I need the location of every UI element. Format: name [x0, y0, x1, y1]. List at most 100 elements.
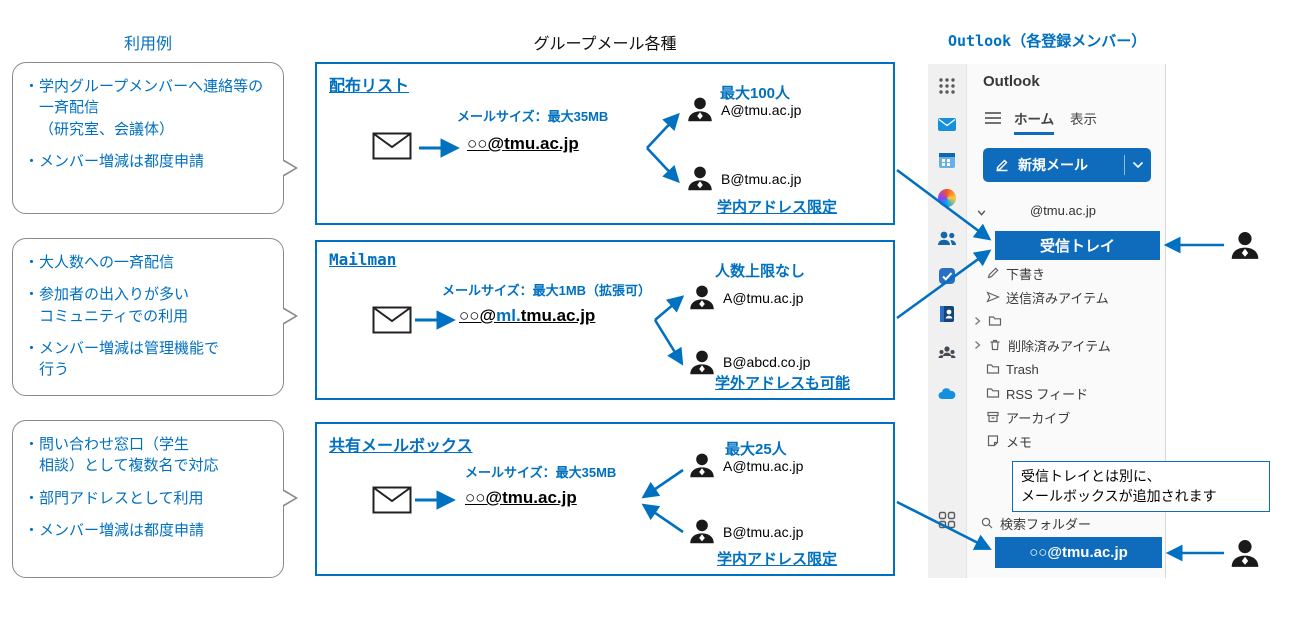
address-restriction-label: 学外アドレスも可能 [715, 375, 851, 392]
registered-member-icon [1231, 232, 1259, 259]
folder-label: 検索フォルダー [1000, 516, 1092, 532]
calendar-app-icon[interactable] [937, 150, 957, 170]
folder-label: 下書き [1006, 266, 1046, 282]
trash-icon [990, 339, 1000, 351]
capacity-label: 最大100人 [720, 85, 791, 102]
usage-bullet: ・メンバー増減は都度申請 [24, 152, 205, 170]
compose-icon [996, 159, 1008, 172]
envelope-icon [372, 132, 412, 160]
outlook-app-title: Outlook [983, 73, 1040, 90]
envelope-icon [372, 306, 412, 334]
new-mail-dropdown[interactable] [1125, 161, 1151, 169]
recipient-address: B@tmu.ac.jp [721, 171, 802, 187]
capacity-label: 最大25人 [725, 441, 787, 458]
chevron-right-icon [975, 341, 981, 349]
folder-label: 送信済みアイテム [1006, 290, 1109, 306]
outlook-column-heading: Outlook（各登録メンバー） [948, 32, 1147, 50]
account-collapse-chevron-icon[interactable] [976, 207, 987, 218]
hamburger-menu-icon[interactable] [984, 111, 1002, 125]
folder-notes[interactable]: メモ [986, 432, 1032, 450]
account-name[interactable]: @tmu.ac.jp [1030, 203, 1096, 218]
member-icon [690, 350, 714, 375]
recipient-address: A@tmu.ac.jp [723, 290, 804, 306]
archive-icon [987, 411, 999, 423]
new-mail-label: 新規メール [1018, 157, 1088, 173]
folder-collapsed[interactable] [972, 312, 1002, 330]
address-book-app-icon[interactable] [937, 304, 957, 324]
usage-bullet: ・参加者の出入りが多い コミュニティでの利用 [24, 286, 190, 325]
member-icon [688, 97, 712, 122]
box-title: Mailman [329, 250, 397, 269]
usage-bullet: ・メンバー増減は管理機能で 行う [24, 339, 220, 379]
usage-examples-heading: 利用例 [123, 36, 172, 53]
folder-icon [986, 364, 1000, 374]
folder-rss-feed[interactable]: RSS フィード [986, 384, 1088, 402]
send-icon [986, 291, 1000, 303]
tab-home[interactable]: ホーム [1014, 108, 1055, 135]
folder-label: Trash [1006, 361, 1039, 377]
folder-label: アーカイブ [1006, 410, 1071, 426]
member-icon [690, 285, 714, 310]
app-launcher-icon[interactable] [937, 76, 957, 96]
folder-icon [986, 388, 1000, 398]
member-icon [688, 166, 712, 191]
box-title: 配布リスト [329, 78, 410, 95]
folder-label: メモ [1006, 434, 1033, 450]
more-apps-icon[interactable] [937, 510, 957, 530]
mailbox-added-callout: 受信トレイとは別に、 メールボックスが追加されます [1012, 461, 1270, 513]
mail-size-label: メールサイズ：最大1MB（拡張可） [442, 283, 652, 298]
folder-icon [988, 316, 1002, 326]
pencil-icon [987, 267, 999, 279]
member-icon [690, 453, 714, 478]
note-icon [987, 435, 999, 447]
usage-bullet: ・学内グループメンバーへ連絡等の一斉配信 （研究室、会議体） [24, 78, 264, 138]
people-app-icon[interactable] [937, 228, 957, 248]
group-address: ○○@ml.tmu.ac.jp [459, 306, 596, 325]
groups-app-icon[interactable] [937, 344, 957, 364]
outlook-app-rail [928, 64, 967, 578]
folder-deleted-items[interactable]: 削除済みアイテム [972, 336, 1111, 354]
copilot-app-icon[interactable] [937, 188, 957, 208]
recipient-address: A@tmu.ac.jp [723, 458, 804, 474]
mail-type-box-shared-mailbox: 共有メールボックス メールサイズ：最大35MB 最大25人 ○○@tmu.ac.… [315, 422, 895, 576]
button-divider [1124, 155, 1125, 175]
shared-mailbox-entry-highlighted[interactable]: ○○@tmu.ac.jp [995, 537, 1162, 568]
usage-bullet: ・大人数への一斉配信 [24, 254, 175, 271]
usage-bullet: ・部門アドレスとして利用 [24, 489, 204, 507]
usage-bubble-shared-mailbox: ・問い合わせ窓口（学生 相談）として複数名で対応 ・部門アドレスとして利用 ・メ… [12, 420, 298, 578]
group-address: ○○@tmu.ac.jp [465, 488, 577, 507]
folder-archive[interactable]: アーカイブ [986, 408, 1070, 426]
group-address: ○○@tmu.ac.jp [467, 134, 579, 153]
usage-bubble-mailman: ・大人数への一斉配信 ・参加者の出入りが多い コミュニティでの利用 ・メンバー増… [12, 238, 298, 396]
onedrive-app-icon[interactable] [937, 384, 957, 404]
inbox-folder-highlighted[interactable]: 受信トレイ [995, 231, 1160, 260]
recipient-address: A@tmu.ac.jp [721, 102, 802, 118]
tab-view[interactable]: 表示 [1070, 112, 1097, 127]
capacity-label: 人数上限なし [715, 263, 806, 280]
mail-size-label: メールサイズ：最大35MB [457, 109, 609, 124]
mail-type-box-distribution-list: 配布リスト メールサイズ：最大35MB 最大100人 ○○@tmu.ac.jp … [315, 62, 895, 225]
folder-trash[interactable]: Trash [986, 360, 1039, 378]
folder-drafts[interactable]: 下書き [986, 264, 1045, 282]
recipient-address: B@tmu.ac.jp [723, 524, 804, 540]
folder-sent-items[interactable]: 送信済みアイテム [986, 288, 1109, 306]
mail-app-icon[interactable] [937, 114, 957, 134]
folder-label: RSS フィード [1006, 386, 1089, 402]
usage-bullet: ・問い合わせ窓口（学生 相談）として複数名で対応 [24, 436, 219, 475]
mail-type-box-mailman: Mailman メールサイズ：最大1MB（拡張可） 人数上限なし ○○@ml.t… [315, 240, 895, 400]
mail-size-label: メールサイズ：最大35MB [465, 465, 617, 480]
todo-app-icon[interactable] [937, 266, 957, 286]
recipient-address: B@abcd.co.jp [723, 354, 811, 370]
chevron-right-icon [975, 317, 981, 325]
envelope-icon [372, 486, 412, 514]
folder-search-folders[interactable]: 検索フォルダー [980, 514, 1091, 532]
address-restriction-label: 学内アドレス限定 [717, 199, 838, 216]
new-mail-button[interactable]: 新規メール [983, 148, 1151, 182]
usage-bullet: ・メンバー増減は都度申請 [24, 521, 205, 539]
search-icon [981, 517, 993, 529]
folder-label: 削除済みアイテム [1008, 338, 1111, 354]
registered-member-icon [1231, 540, 1259, 567]
box-title: 共有メールボックス [329, 438, 473, 455]
member-icon [690, 519, 714, 544]
